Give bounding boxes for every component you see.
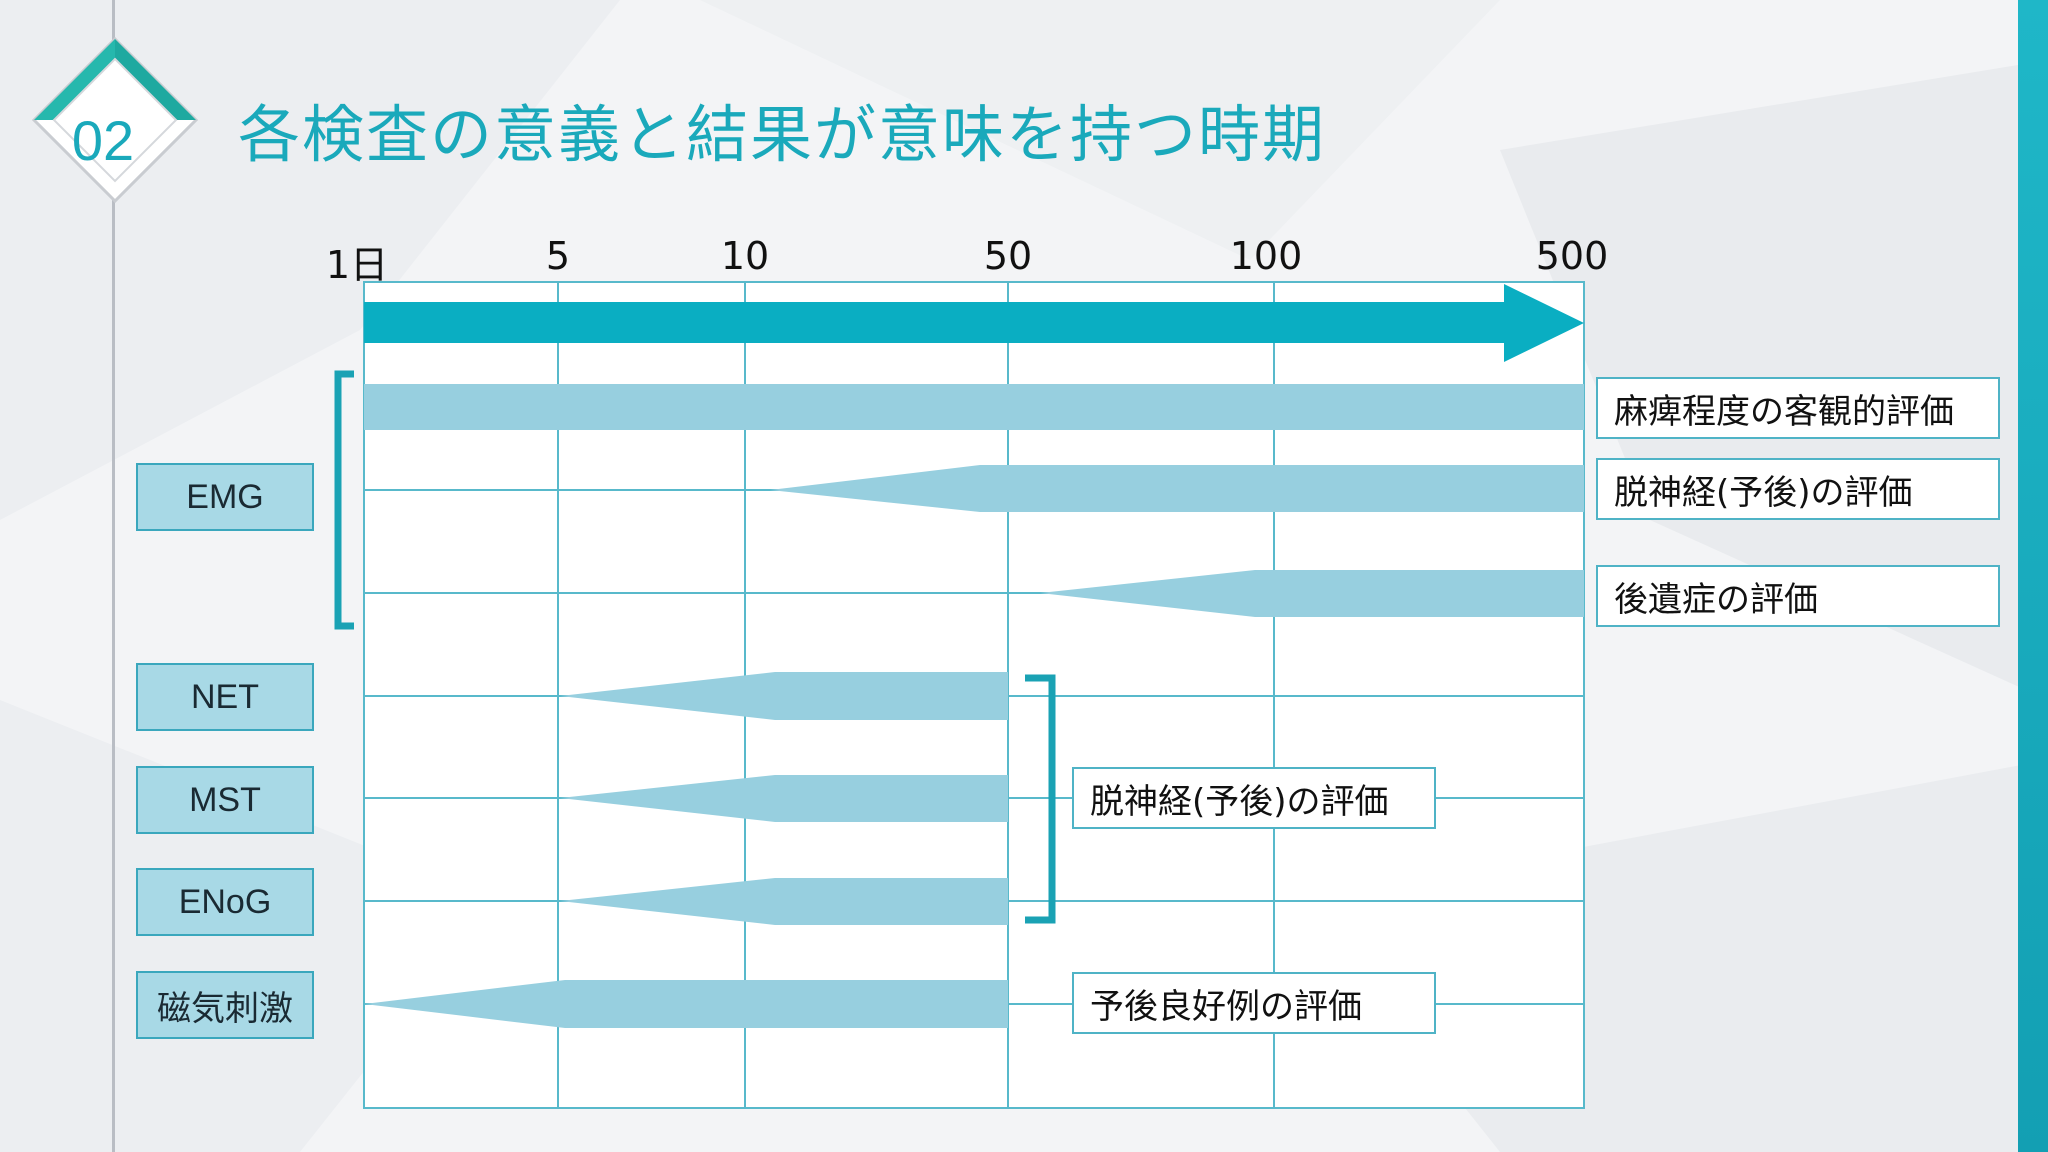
tick-label-10: 10: [720, 234, 770, 278]
tick-label-5: 5: [545, 234, 571, 278]
test-box-mst: MST: [136, 766, 314, 834]
band-emg-sequelae: [1040, 570, 1584, 617]
test-box-magnetic: 磁気刺激: [136, 971, 314, 1039]
page-title: 各検査の意義と結果が意味を持つ時期: [238, 98, 1327, 171]
eval-box-sequelae: 後遺症の評価: [1596, 565, 2000, 627]
test-box-enog: ENoG: [136, 868, 314, 936]
eval-box-severity: 麻痺程度の客観的評価: [1596, 377, 2000, 439]
band-mst: [560, 775, 1008, 822]
eval-box-group-prognosis: 脱神経(予後)の評価: [1072, 767, 1436, 829]
slide-number: 02: [71, 109, 135, 172]
eval-box-good-prognosis: 予後良好例の評価: [1072, 972, 1436, 1034]
tick-label-1: 1日: [325, 243, 389, 287]
tick-label-500: 500: [1535, 234, 1609, 278]
band-emg-prognosis: [770, 465, 1584, 512]
time-axis-arrow: [364, 284, 1584, 362]
band-net: [560, 672, 1008, 720]
test-box-net: NET: [136, 663, 314, 731]
band-emg-severity: [364, 384, 1584, 430]
band-enog: [560, 878, 1008, 925]
test-box-emg: EMG: [136, 463, 314, 531]
tick-label-50: 50: [983, 234, 1033, 278]
left-vertical-line: [112, 0, 115, 1152]
emg-bracket: [334, 370, 354, 630]
slide-number-badge: [31, 36, 199, 204]
group-bracket: [1025, 674, 1056, 924]
right-accent-bar: [2018, 0, 2048, 1152]
tick-label-100: 100: [1229, 234, 1303, 278]
evaluation-bands: [364, 384, 1584, 1028]
eval-box-emg-prognosis: 脱神経(予後)の評価: [1596, 458, 2000, 520]
band-magnetic: [364, 980, 1008, 1028]
